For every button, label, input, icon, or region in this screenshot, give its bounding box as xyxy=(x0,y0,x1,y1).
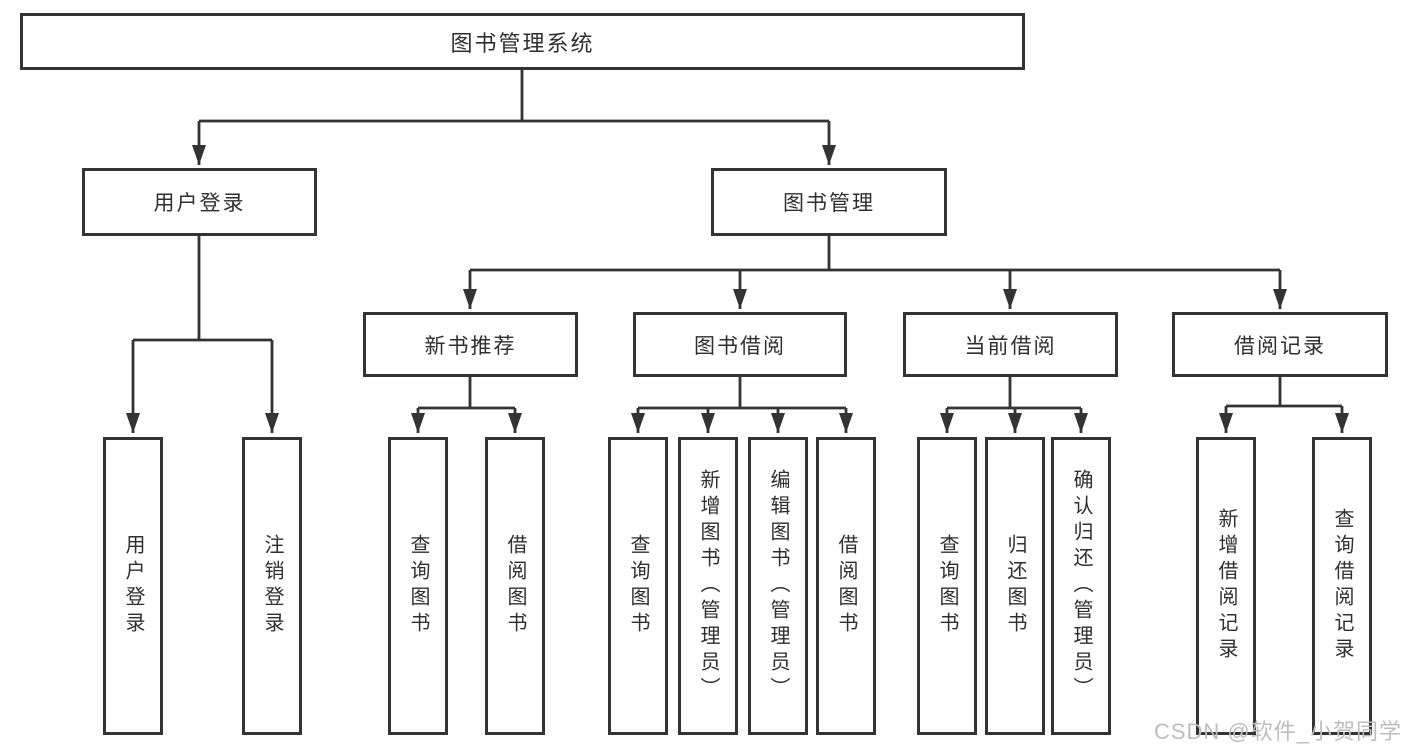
node-label: 当前借阅 xyxy=(964,334,1057,358)
edge-new-book-branch xyxy=(418,377,515,410)
node-library-system: 图书管理系统 xyxy=(20,13,1025,70)
node-label: 新增图书（管理员） xyxy=(697,469,719,703)
node-label: 查询借阅记录 xyxy=(1331,508,1353,664)
node-book-borrow: 图书借阅 xyxy=(633,312,847,377)
edge-book-management-branch xyxy=(470,236,1280,272)
node-book-management: 图书管理 xyxy=(711,168,947,236)
node-label: 新书推荐 xyxy=(424,334,517,358)
node-label: 归还图书 xyxy=(1004,534,1026,638)
node-label: 用户登录 xyxy=(153,192,246,215)
leaf-borrow-books-recommend: 借阅图书 xyxy=(485,437,545,735)
node-label: 图书管理系统 xyxy=(450,30,595,56)
edge-book-borrow-branch xyxy=(638,377,846,410)
leaf-query-books-current: 查询图书 xyxy=(917,437,977,735)
leaf-logout: 注销登录 xyxy=(242,437,302,735)
node-new-book-recommend: 新书推荐 xyxy=(363,312,578,377)
node-label: 借阅图书 xyxy=(504,534,526,638)
node-label: 图书借阅 xyxy=(694,334,786,358)
watermark: CSDN @软件_小贺同学 xyxy=(1153,719,1402,744)
node-label: 查询图书 xyxy=(627,534,649,638)
node-label: 查询图书 xyxy=(407,534,429,638)
edge-current-borrow-branch xyxy=(947,377,1081,410)
leaf-query-books-recommend: 查询图书 xyxy=(388,437,448,735)
node-current-borrow: 当前借阅 xyxy=(903,312,1118,377)
node-label: 借阅图书 xyxy=(835,534,857,638)
node-label: 编辑图书（管理员） xyxy=(767,469,789,703)
leaf-add-borrow-record: 新增借阅记录 xyxy=(1196,437,1256,735)
leaf-borrow-books: 借阅图书 xyxy=(816,437,876,735)
leaf-add-books-admin: 新增图书（管理员） xyxy=(678,437,738,735)
leaf-confirm-return-admin: 确认归还（管理员） xyxy=(1051,437,1111,735)
leaf-edit-books-admin: 编辑图书（管理员） xyxy=(748,437,808,735)
node-label: 借阅记录 xyxy=(1234,334,1326,358)
leaf-return-books: 归还图书 xyxy=(985,437,1045,735)
leaf-query-books-borrow: 查询图书 xyxy=(608,437,668,735)
edge-borrow-records-branch xyxy=(1226,377,1342,408)
leaf-user-login: 用户登录 xyxy=(103,437,163,735)
edge-user-login-branch xyxy=(133,236,272,342)
node-label: 用户登录 xyxy=(122,534,144,638)
node-label: 确认归还（管理员） xyxy=(1070,469,1092,703)
node-user-login: 用户登录 xyxy=(82,168,317,236)
edge-root-branch xyxy=(199,70,829,123)
leaf-query-borrow-record: 查询借阅记录 xyxy=(1312,437,1372,735)
node-label: 查询图书 xyxy=(936,534,958,638)
node-label: 图书管理 xyxy=(783,192,875,215)
node-label: 新增借阅记录 xyxy=(1215,508,1237,664)
node-borrow-records: 借阅记录 xyxy=(1172,312,1388,377)
node-label: 注销登录 xyxy=(261,534,283,638)
